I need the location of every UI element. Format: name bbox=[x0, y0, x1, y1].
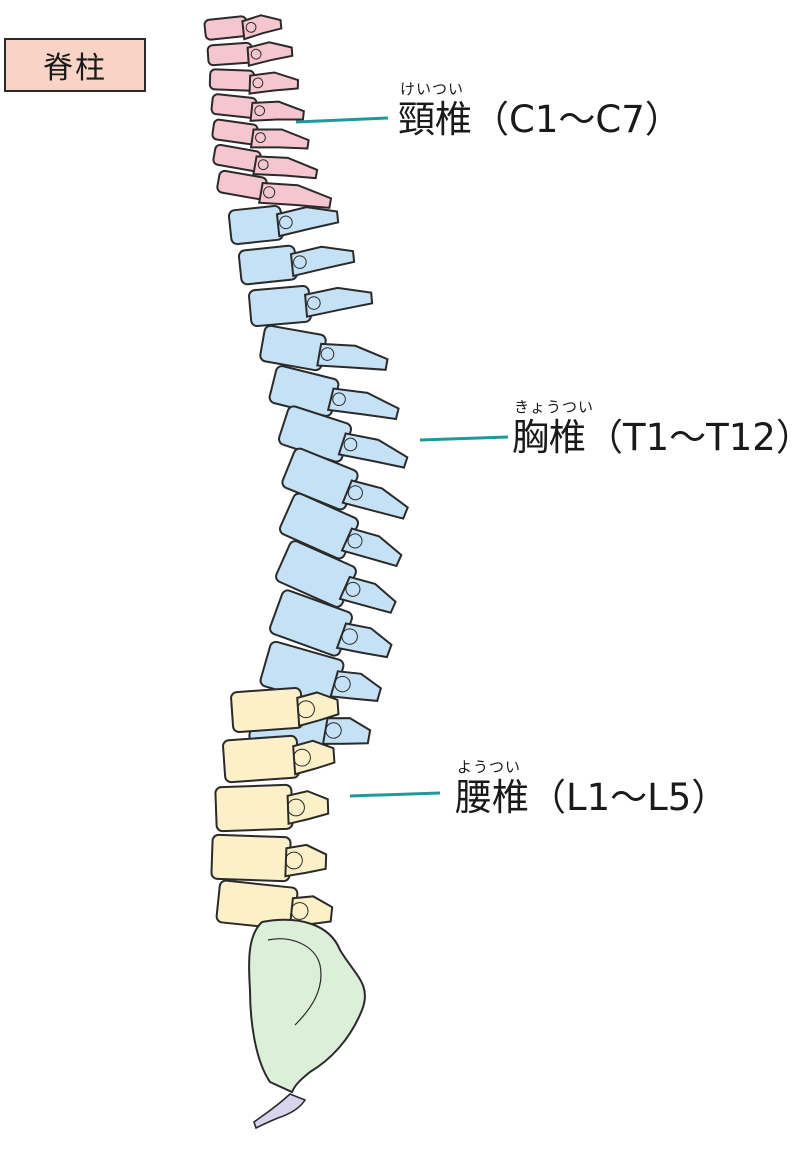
thoracic-vertebrae bbox=[228, 200, 413, 762]
thoracic-vertebra bbox=[249, 280, 374, 326]
cervical-vertebra bbox=[204, 12, 282, 43]
thoracic-ruby: きょうつい bbox=[514, 398, 800, 416]
lumbar-label: ようつい 腰椎（L1〜L5） bbox=[455, 758, 728, 820]
cervical-leader-line bbox=[296, 118, 388, 122]
sacrum bbox=[249, 920, 365, 1092]
cervical-vertebrae bbox=[204, 12, 332, 215]
cervical-label: けいつい 頸椎（C1〜C7） bbox=[398, 80, 682, 142]
thoracic-label: きょうつい 胸椎（T1〜T12） bbox=[512, 398, 800, 460]
lumbar-vertebra bbox=[215, 783, 328, 831]
coccyx bbox=[254, 1094, 305, 1128]
lumbar-label-text: 腰椎（L1〜L5） bbox=[455, 776, 728, 820]
lumbar-vertebra bbox=[211, 835, 326, 883]
thoracic-label-text: 胸椎（T1〜T12） bbox=[512, 416, 800, 460]
cervical-vertebra bbox=[210, 69, 299, 95]
thoracic-leader-line bbox=[420, 437, 508, 440]
lumbar-ruby: ようつい bbox=[457, 758, 728, 776]
cervical-vertebra bbox=[207, 40, 292, 69]
lumbar-leader-line bbox=[350, 793, 440, 796]
thoracic-vertebra bbox=[238, 239, 355, 285]
cervical-ruby: けいつい bbox=[400, 80, 682, 98]
cervical-label-text: 頸椎（C1〜C7） bbox=[398, 98, 682, 142]
